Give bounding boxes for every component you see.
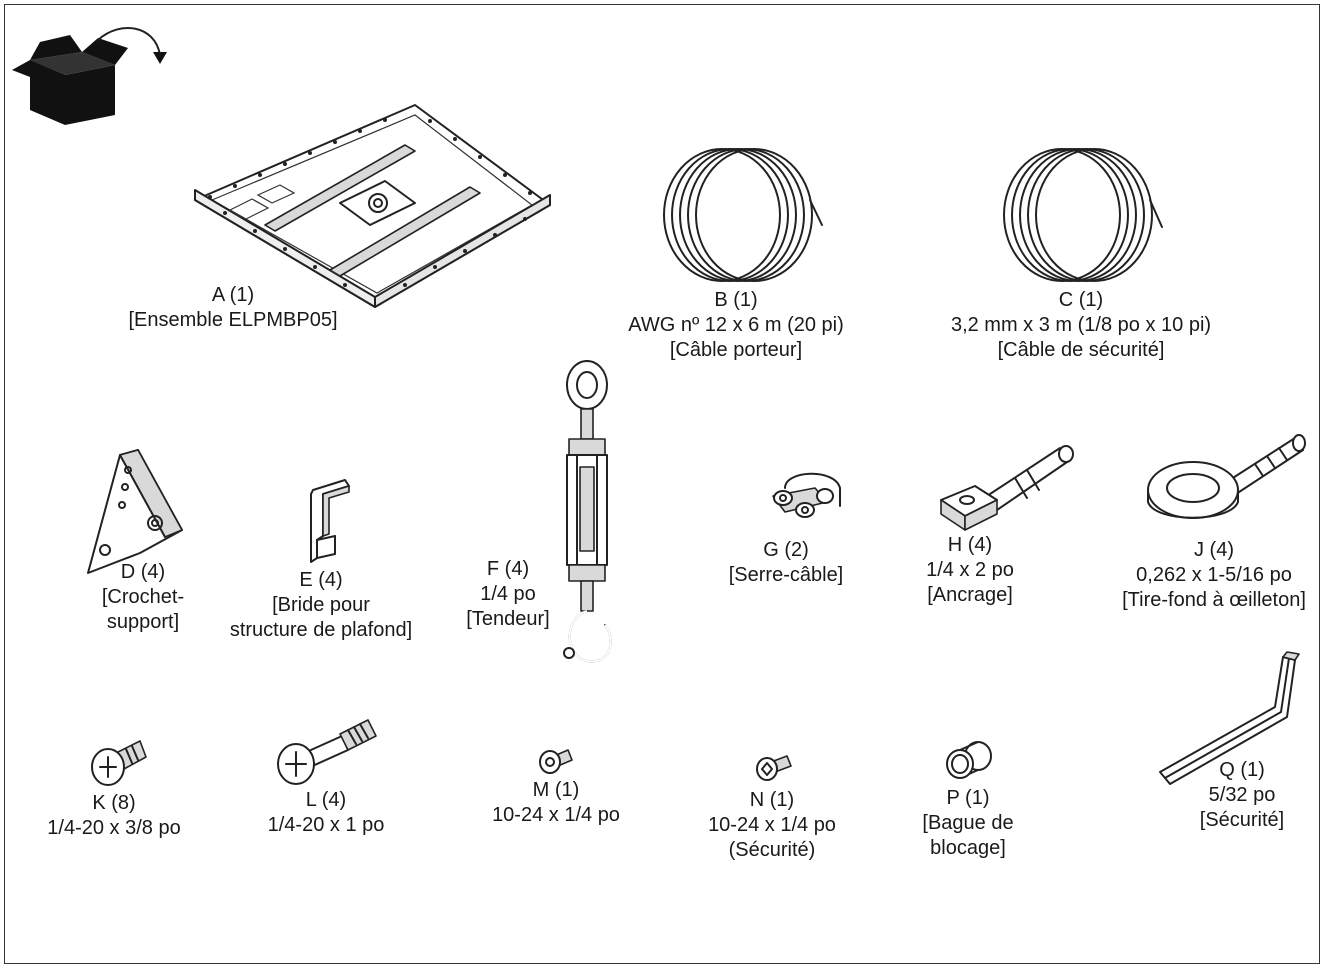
part-L-illustration xyxy=(277,719,377,785)
caption-G: G (2) [Serre-câble] xyxy=(728,539,844,586)
diagram-frame xyxy=(4,4,1320,964)
caption-B: B (1) AWG nº 12 x 6 m (20 pi) [Câble por… xyxy=(628,289,844,361)
caption-F: F (4) 1/4 po [Tendeur] xyxy=(466,558,550,630)
part-A-illustration xyxy=(194,104,551,308)
caption-M: M (1) 10-24 x 1/4 po xyxy=(492,779,620,826)
caption-C: C (1) 3,2 mm x 3 m (1/8 po x 10 pi) [Câb… xyxy=(950,289,1212,361)
caption-D: D (4) [Crochet- support] xyxy=(101,561,185,633)
part-J-illustration xyxy=(1147,434,1306,519)
part-N-illustration xyxy=(756,755,792,781)
caption-E: E (4) [Bride pour structure de plafond] xyxy=(229,569,413,641)
part-D-illustration xyxy=(87,449,183,574)
part-G-illustration xyxy=(772,472,841,518)
caption-K: K (8) 1/4-20 x 3/8 po xyxy=(47,792,181,839)
part-E-illustration xyxy=(310,479,350,563)
part-K-illustration xyxy=(91,740,147,786)
caption-L: L (4) 1/4-20 x 1 po xyxy=(267,789,385,836)
open-box-rotate-icon xyxy=(12,27,167,125)
part-B-illustration xyxy=(663,148,823,282)
caption-N: N (1) 10-24 x 1/4 po (Sécurité) xyxy=(708,789,836,861)
part-M-illustration xyxy=(539,749,573,774)
part-Q-illustration xyxy=(1159,651,1300,785)
part-H-illustration xyxy=(940,445,1074,531)
caption-H: H (4) 1/4 x 2 po [Ancrage] xyxy=(926,534,1014,606)
part-P-illustration xyxy=(946,741,992,779)
caption-J: J (4) 0,262 x 1-5/16 po [Tire-fond à œil… xyxy=(1122,539,1306,611)
part-F-illustration xyxy=(563,360,612,663)
caption-Q: Q (1) 5/32 po [Sécurité] xyxy=(1199,759,1285,831)
caption-P: P (1) [Bague de blocage] xyxy=(922,787,1014,859)
part-C-illustration xyxy=(1003,148,1163,282)
caption-A: A (1) [Ensemble ELPMBP05] xyxy=(128,284,338,331)
